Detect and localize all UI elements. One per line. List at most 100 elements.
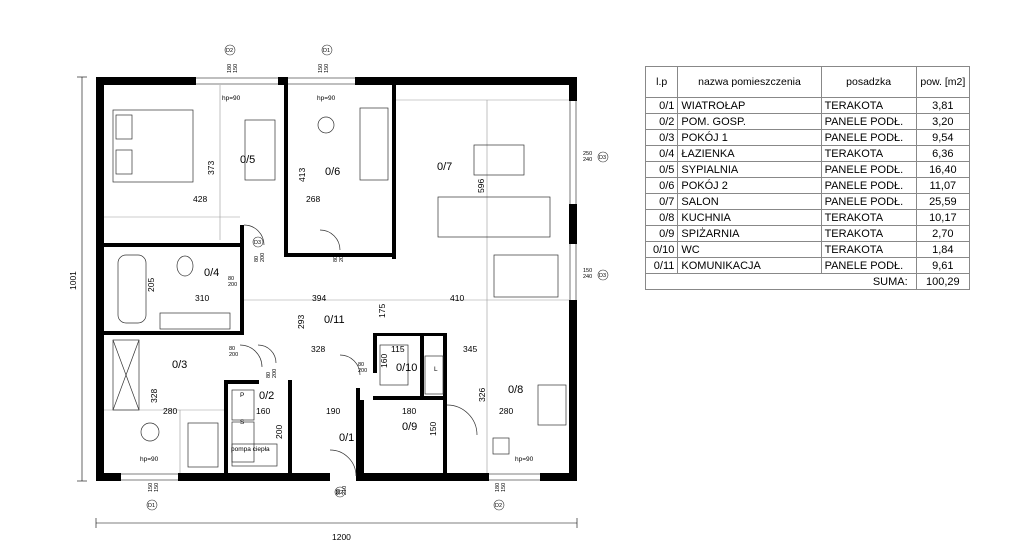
room-label: 0/6 <box>325 166 340 178</box>
room-name-cell: WIATROŁAP <box>677 97 822 114</box>
room-label: 0/5 <box>240 154 255 166</box>
room-area-cell: 2,70 <box>915 225 971 242</box>
room-area-cell: 3,20 <box>915 113 971 130</box>
appliance-s <box>231 421 255 463</box>
room-floor-cell: PANELE PODŁ. <box>820 113 917 130</box>
wall-top-left <box>96 77 196 85</box>
room-id-cell: 0/11 <box>644 257 679 274</box>
wall-bottom-2 <box>178 473 330 481</box>
room-label: 0/2 <box>259 390 274 402</box>
room-floor-cell: TERAKOTA <box>820 225 917 242</box>
vanity <box>159 312 231 330</box>
wall-bottom-4 <box>540 473 577 481</box>
kitchen-counter <box>537 384 567 426</box>
wall-bath-top <box>104 243 244 247</box>
window-code: D3 <box>599 273 606 279</box>
room-label: 0/9 <box>402 421 417 433</box>
window-code: D2 <box>226 48 233 54</box>
dimension-text: 293 <box>296 315 306 329</box>
room-id-cell: 0/6 <box>644 177 679 194</box>
hp-label: hp=90 <box>515 456 534 463</box>
room-floor-cell: TERAKOTA <box>820 97 917 114</box>
room-name-cell: WC <box>677 241 822 258</box>
window-tag: 150150 <box>148 483 160 492</box>
wall-salon-left <box>392 85 396 259</box>
wall-wc-bottom <box>373 396 447 400</box>
door-bath <box>243 224 265 246</box>
room-labels: 0/5 0/6 0/7 0/4 0/11 0/3 0/10 0/8 0/2 0/… <box>172 154 523 444</box>
room-name-cell: SPIŻARNIA <box>677 225 822 242</box>
room-id-cell: 0/9 <box>644 225 679 242</box>
wall-right-bottom <box>569 300 577 481</box>
dimension-text: 326 <box>477 388 487 402</box>
room-name-cell: SYPIALNIA <box>677 161 822 178</box>
wall-spiz-right <box>443 400 447 473</box>
wall-left <box>96 77 104 481</box>
room-label: 0/10 <box>396 362 417 374</box>
room-floor-cell: PANELE PODŁ. <box>820 193 917 210</box>
wall-wc-mid <box>420 333 424 396</box>
room-name-cell: KUCHNIA <box>677 209 822 226</box>
window-code: D3 <box>599 155 606 161</box>
room-id-cell: 0/5 <box>644 161 679 178</box>
dimension-text: 150 <box>428 422 438 436</box>
dimension-text: 310 <box>195 293 209 303</box>
room1-desk <box>187 422 219 468</box>
door-spiz <box>446 404 478 436</box>
room-id-cell: 0/8 <box>644 209 679 226</box>
room-label: 0/11 <box>324 314 345 326</box>
room-area-cell: 3,81 <box>915 97 971 114</box>
door-entrance <box>329 449 357 477</box>
wall-pom-gosp-top <box>224 380 259 384</box>
appliance-label: P <box>240 392 244 399</box>
window-tag: 150150 <box>318 64 330 73</box>
window-code: D1 <box>323 48 330 54</box>
dimension-text: 328 <box>149 389 159 403</box>
window-tag: 180150 <box>495 483 507 492</box>
room-area-cell: 1,84 <box>915 241 971 258</box>
room-area-cell: 25,59 <box>915 193 971 210</box>
wall-corridor-top <box>284 253 392 257</box>
room2-bed <box>359 107 389 181</box>
sum-label: SUMA: <box>645 273 917 290</box>
dimension-text: 328 <box>311 344 325 354</box>
room-floor-cell: TERAKOTA <box>820 209 917 226</box>
room1-chair <box>140 422 160 442</box>
room-floor-cell: PANELE PODŁ. <box>820 177 917 194</box>
dimension-text: 268 <box>306 194 320 204</box>
chair <box>317 116 335 134</box>
dimension-text: 410 <box>450 293 464 303</box>
wall-top-right <box>355 77 577 85</box>
door-pom-gosp <box>257 344 277 364</box>
dimension-text: 200 <box>274 425 284 439</box>
wall-right-mid <box>569 204 577 244</box>
small-labels: hp=90 hp=90 hp=90 hp=90 P S pompa ciepła… <box>140 95 534 463</box>
table-sum-row: SUMA:100,29 <box>645 273 971 290</box>
appliance-label: L <box>434 366 438 373</box>
overall-width: 1200 <box>332 532 351 542</box>
dimension-text: 394 <box>312 293 326 303</box>
room-label: 0/8 <box>508 384 523 396</box>
appliance-label: pompa ciepła <box>231 446 270 453</box>
wall-pom-gosp-left <box>224 380 228 473</box>
room-area-cell: 16,40 <box>915 161 971 178</box>
window-code: D2 <box>336 490 343 496</box>
floor-plan: 0/5 0/6 0/7 0/4 0/11 0/3 0/10 0/8 0/2 0/… <box>68 44 609 542</box>
dimension-text: 428 <box>193 194 207 204</box>
wall-wc-left <box>373 333 377 373</box>
outer-walls <box>96 77 577 481</box>
dimension-text: 160 <box>256 406 270 416</box>
wall-wiatrolap-right <box>356 388 360 473</box>
windows <box>121 77 577 481</box>
dimension-text: 345 <box>463 344 477 354</box>
dining-table <box>493 254 559 298</box>
wall-pom-gosp-right <box>288 380 292 473</box>
hp-label: hp=90 <box>140 456 159 463</box>
coffee-table <box>473 144 525 176</box>
